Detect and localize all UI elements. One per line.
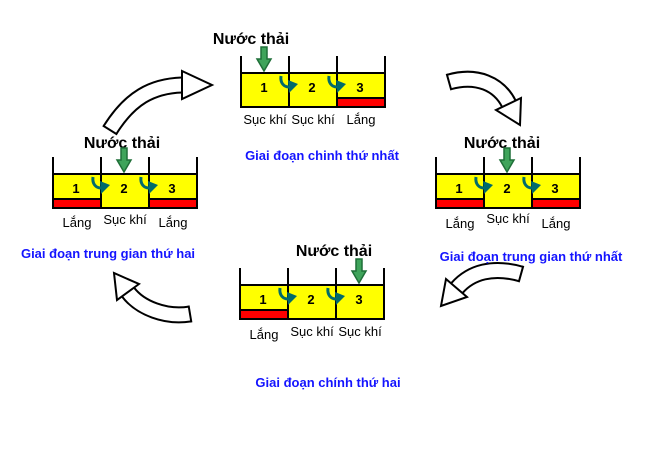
compartment-number: 3 bbox=[168, 181, 176, 196]
cycle-arrow-right-to-bottom-icon bbox=[439, 262, 525, 308]
tank-wall bbox=[239, 268, 241, 320]
overflow-arrow-icon bbox=[139, 176, 158, 194]
overflow-arrow-icon bbox=[91, 176, 110, 194]
settled-sludge-strip bbox=[54, 198, 100, 207]
compartment-label: Sục khí bbox=[291, 112, 335, 127]
overflow-arrow-icon bbox=[326, 287, 345, 305]
inflow-label: Nước thải bbox=[83, 135, 161, 152]
tank-basin: 1 2 3 bbox=[435, 157, 581, 209]
compartment-number: 1 bbox=[72, 181, 80, 196]
cycle-arrow-left-to-top-icon bbox=[102, 69, 215, 136]
compartment-number: 3 bbox=[356, 80, 364, 95]
overflow-arrow-icon bbox=[278, 287, 297, 305]
compartment-number: 3 bbox=[551, 181, 559, 196]
settled-sludge-strip bbox=[437, 198, 483, 207]
compartment-number: 2 bbox=[307, 292, 315, 307]
inflow-arrow-icon bbox=[350, 258, 368, 285]
tank-wall bbox=[240, 56, 242, 108]
compartment-label: Lắng bbox=[249, 327, 279, 342]
phase-caption: Giai đoạn trung gian thứ nhất bbox=[439, 249, 623, 264]
tank-basin: 1 2 3 bbox=[240, 56, 386, 108]
compartment-label: Sục khí bbox=[103, 212, 147, 227]
settled-sludge-strip bbox=[241, 309, 287, 318]
compartment-label: Sục khí bbox=[243, 112, 287, 127]
settled-sludge-strip bbox=[338, 97, 384, 106]
tank-wall bbox=[384, 56, 386, 108]
compartment-number: 2 bbox=[308, 80, 316, 95]
cycle-arrow-top-to-right-icon bbox=[445, 70, 523, 127]
inflow-arrow-icon bbox=[255, 46, 273, 73]
compartment-label: Lắng bbox=[62, 215, 92, 230]
inflow-label: Nước thải bbox=[463, 135, 541, 152]
overflow-arrow-icon bbox=[522, 176, 541, 194]
settled-sludge-strip bbox=[150, 198, 196, 207]
compartment-label: Lắng bbox=[541, 216, 571, 231]
overflow-arrow-icon bbox=[474, 176, 493, 194]
tank-wall bbox=[52, 157, 54, 209]
phase-caption: Giai đoạn trung gian thứ hai bbox=[20, 246, 196, 261]
compartment-label: Sục khí bbox=[338, 324, 382, 339]
compartment-label: Sục khí bbox=[290, 324, 334, 339]
tank-wall bbox=[435, 157, 437, 209]
compartment-number: 1 bbox=[259, 292, 267, 307]
compartment-label: Lắng bbox=[158, 215, 188, 230]
inflow-label: Nước thải bbox=[295, 243, 373, 260]
compartment-number: 2 bbox=[120, 181, 128, 196]
compartment-label: Sục khí bbox=[486, 211, 530, 226]
cycle-arrow-bottom-to-left-icon bbox=[112, 271, 193, 324]
compartment-label: Lắng bbox=[445, 216, 475, 231]
inflow-arrow-icon bbox=[115, 147, 133, 174]
tank-basin: 1 2 3 bbox=[239, 268, 385, 320]
inflow-arrow-icon bbox=[498, 147, 516, 174]
settled-sludge-strip bbox=[533, 198, 579, 207]
tank-wall bbox=[196, 157, 198, 209]
compartment-label: Lắng bbox=[346, 112, 376, 127]
compartment-number: 2 bbox=[503, 181, 511, 196]
inflow-label: Nước thải bbox=[212, 31, 290, 48]
tank-wall bbox=[579, 157, 581, 209]
compartment-number: 1 bbox=[455, 181, 463, 196]
tank-wall bbox=[383, 268, 385, 320]
compartment-number: 1 bbox=[260, 80, 268, 95]
compartment-number: 3 bbox=[355, 292, 363, 307]
phase-caption: Giai đoạn chính thứ hai bbox=[255, 375, 401, 390]
overflow-arrow-icon bbox=[327, 75, 346, 93]
phase-caption: Giai đoạn chinh thứ nhất bbox=[245, 148, 399, 163]
tank-basin: 1 2 3 bbox=[52, 157, 198, 209]
overflow-arrow-icon bbox=[279, 75, 298, 93]
